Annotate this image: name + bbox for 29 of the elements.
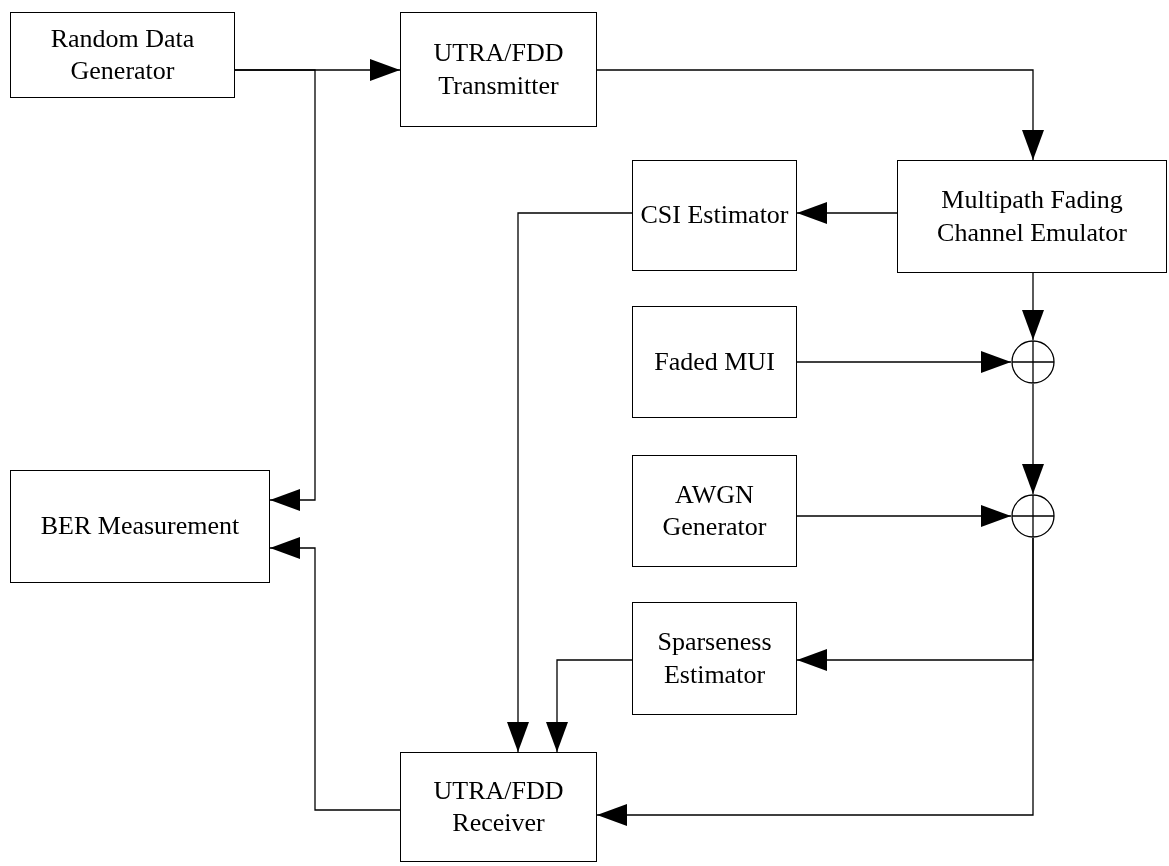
block-label: UTRA/FDD Receiver <box>432 774 565 839</box>
interference-box <box>632 306 797 418</box>
block-label: Multipath Fading Channel Emulator <box>936 184 1128 249</box>
measurement-box <box>10 470 270 583</box>
generator-box <box>632 455 797 567</box>
estimator-box <box>632 602 797 715</box>
arrow <box>1022 272 1044 341</box>
emulator-box <box>897 160 1167 273</box>
block-label: CSI Estimator <box>639 199 790 232</box>
block-label: BER Measurement <box>39 510 241 543</box>
arrow <box>796 505 1012 527</box>
arrow <box>546 659 633 753</box>
estimator-box <box>632 160 797 271</box>
receiver-box <box>400 752 597 862</box>
arrow <box>1022 383 1044 495</box>
arrow <box>596 69 1044 161</box>
arrow <box>596 537 1034 826</box>
transmitter-box <box>400 12 597 127</box>
block-label: Sparseness Estimator <box>656 626 773 691</box>
block-label: Random Data Generator <box>49 22 196 87</box>
arrow <box>507 212 633 753</box>
arrow <box>796 202 898 224</box>
generator-box <box>10 12 235 98</box>
block-label: UTRA/FDD Transmitter <box>432 37 565 102</box>
arrow <box>796 351 1012 373</box>
arrow <box>269 537 401 811</box>
block-label: Faded MUI <box>653 345 776 378</box>
arrow <box>234 69 316 511</box>
block-label: AWGN Generator <box>661 478 768 543</box>
